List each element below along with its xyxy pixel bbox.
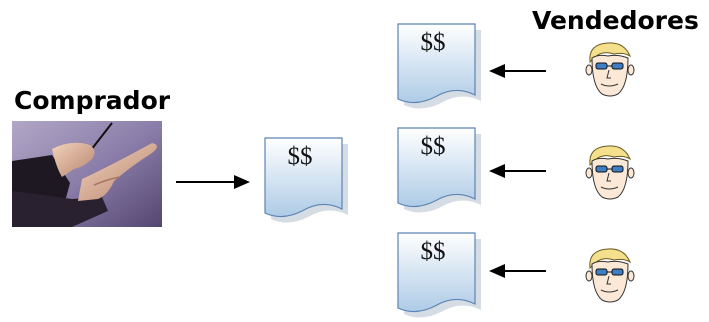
document-icon — [397, 232, 481, 318]
document-icon — [397, 23, 481, 109]
buyer-label: Comprador — [14, 86, 171, 115]
sellers-label: Vendedores — [532, 6, 699, 35]
seller-document-2: $$ — [395, 125, 485, 217]
seller-document-3: $$ — [395, 230, 485, 322]
document-amount: $$ — [420, 29, 446, 56]
document-icon — [264, 137, 348, 223]
hands-holding-pen-icon — [12, 121, 162, 227]
arrow-left-icon — [489, 164, 546, 178]
arrow-left-icon — [489, 264, 546, 278]
document-amount: $$ — [420, 133, 446, 160]
document-icon — [397, 127, 481, 213]
arrow-right-icon — [176, 175, 250, 189]
arrow-left-icon — [489, 64, 546, 78]
seller-face-icon — [585, 145, 635, 200]
seller-document-1: $$ — [395, 21, 485, 113]
buyer-document: $$ — [262, 135, 352, 227]
seller-face-icon — [585, 42, 635, 97]
buyer-photo — [12, 121, 162, 227]
document-amount: $$ — [420, 238, 446, 265]
seller-face-icon — [585, 248, 635, 303]
document-amount: $$ — [287, 143, 313, 170]
